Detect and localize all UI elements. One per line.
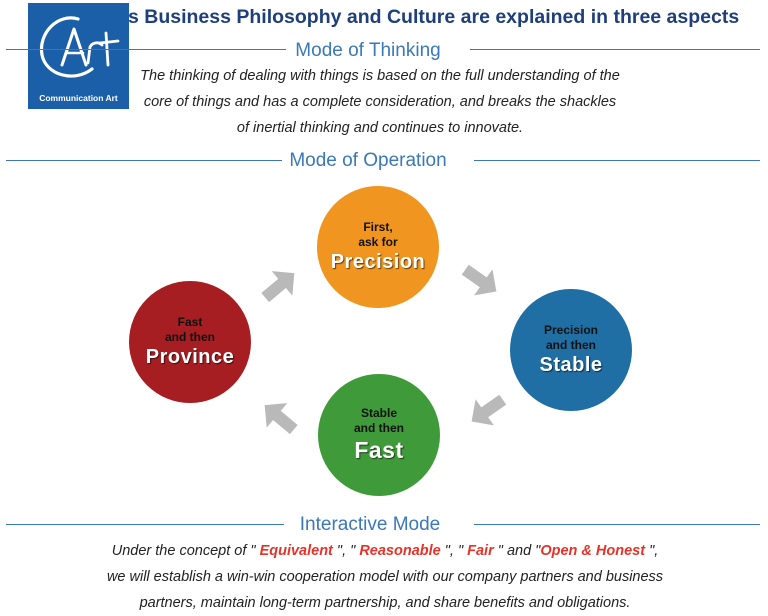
page-title: s Business Philosophy and Culture are ex… (128, 6, 740, 28)
text-segment: " and " (493, 543, 541, 559)
circle-keyword: Stable (539, 354, 603, 376)
circle-subtext: and then (354, 421, 404, 435)
interactive-paragraph: Under the concept of " Equivalent ", " R… (40, 538, 730, 616)
divider-line (6, 524, 284, 525)
section-heading-operation: Mode of Operation (289, 150, 447, 171)
keyword-reasonable: Reasonable (359, 543, 441, 559)
divider-line (6, 160, 282, 161)
paragraph-line: we will establish a win-win cooperation … (106, 569, 664, 585)
circle-subtext: and then (165, 330, 215, 344)
circle-subtext: Stable (360, 406, 397, 420)
divider-line (474, 160, 760, 161)
text-segment: ", (645, 543, 659, 559)
circle-keyword: Province (145, 346, 235, 368)
arrow-icon (261, 271, 295, 303)
paragraph-line: of inertial thinking and continues to in… (236, 120, 524, 136)
text-segment: ", " (440, 543, 468, 559)
circle-subtext: Precision (543, 323, 599, 337)
logo-caption: Communication Art (39, 93, 118, 103)
text-segment: Under the concept of " (111, 543, 260, 559)
arrow-icon (264, 403, 298, 435)
keyword-fair: Fair (467, 543, 494, 559)
divider-line (470, 49, 760, 50)
cycle-circle-province: Fast and then Province (129, 281, 251, 403)
circle-subtext: Fast (177, 315, 203, 329)
text-segment: ", " (332, 543, 360, 559)
paragraph-line: Under the concept of " Equivalent ", " R… (40, 538, 730, 564)
cycle-circle-stable: Precision and then Stable (510, 289, 632, 411)
paragraph-line: partners, maintain long-term partnership… (139, 595, 631, 611)
cycle-circle-precision: First, ask for Precision (317, 186, 439, 308)
arrow-icon (461, 264, 497, 296)
thinking-paragraph: The thinking of dealing with things is b… (120, 63, 640, 141)
company-logo: Communication Art (28, 3, 129, 109)
circle-keyword: Precision (330, 251, 426, 273)
circle-subtext: ask for (358, 235, 398, 249)
paragraph-line: core of things and has a complete consid… (143, 94, 617, 110)
divider-line (6, 49, 286, 50)
keyword-equivalent: Equivalent (259, 543, 333, 559)
circle-keyword: Fast (354, 437, 404, 463)
circle-subtext: First, (363, 220, 393, 234)
paragraph-line: The thinking of dealing with things is b… (140, 68, 620, 84)
divider-line (474, 524, 760, 525)
keyword-open-honest: Open & Honest (540, 543, 646, 559)
section-heading-thinking: Mode of Thinking (295, 40, 441, 61)
circle-subtext: and then (546, 338, 596, 352)
logo-art-mark (39, 16, 120, 78)
arrow-icon (471, 394, 507, 426)
section-heading-interactive: Interactive Mode (299, 514, 441, 535)
cycle-circle-fast: Stable and then Fast (318, 374, 440, 496)
